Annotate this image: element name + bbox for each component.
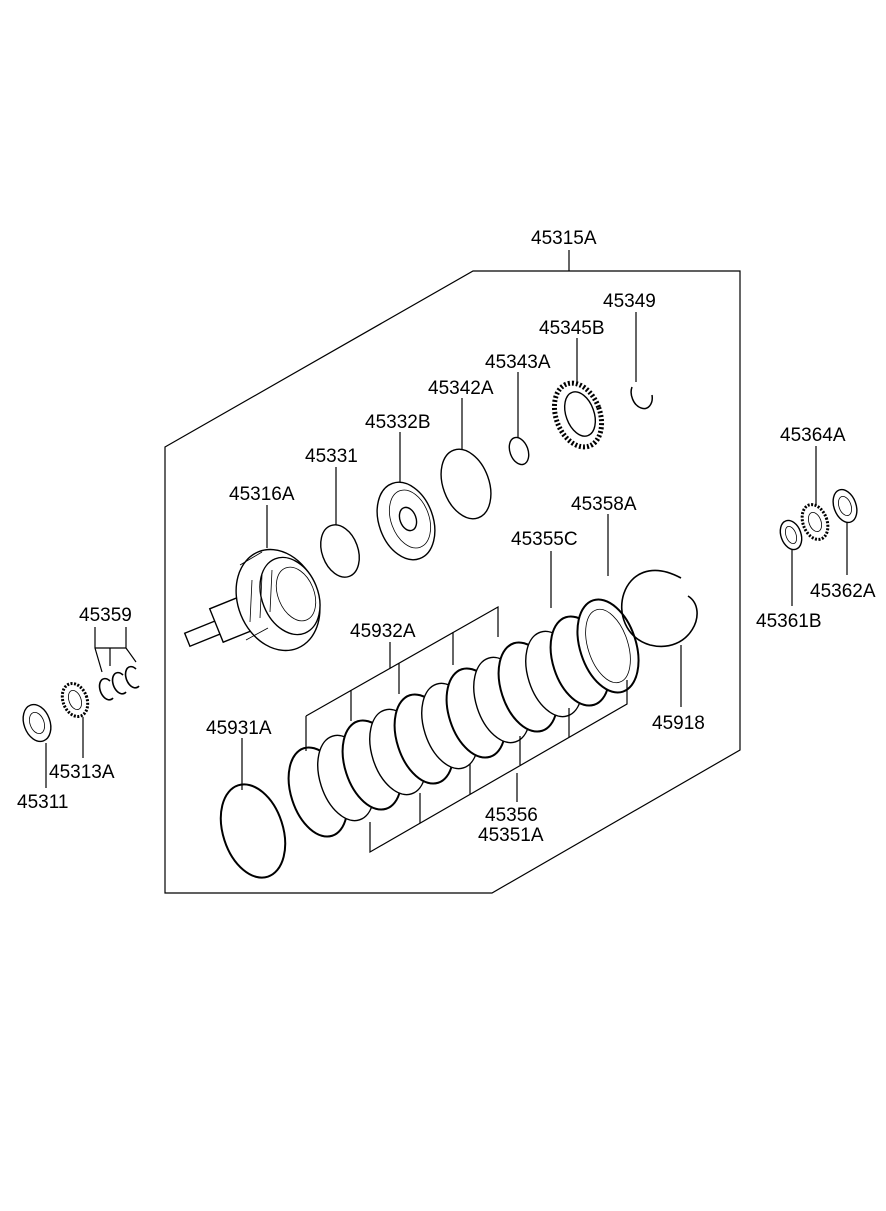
label-45361B[interactable]: 45361B [756,611,822,632]
label-45311[interactable]: 45311 [17,792,68,813]
part-45345B-spring-retainer[interactable] [546,376,610,453]
label-45345B[interactable]: 45345B [539,318,605,339]
label-45918[interactable]: 45918 [652,713,705,734]
label-45342A[interactable]: 45342A [428,378,494,399]
assembly-boundary [164,270,741,894]
label-45315A[interactable]: 45315A [531,228,597,249]
label-45359[interactable]: 45359 [79,605,132,626]
part-labels: 45315A 45349 45345B 45343A 45342A 45332B… [17,228,876,846]
label-45356[interactable]: 45356 [485,805,538,826]
label-45316A[interactable]: 45316A [229,484,295,505]
part-45332B-piston[interactable] [367,474,445,568]
part-45343A-seal-ring[interactable] [506,435,532,467]
clutch-pack [210,598,640,886]
label-45351A[interactable]: 45351A [478,825,544,846]
label-45349[interactable]: 45349 [603,291,656,312]
clutch-disc-inner [585,608,631,684]
label-45331[interactable]: 45331 [305,446,358,467]
label-45332B[interactable]: 45332B [365,412,431,433]
label-45358A[interactable]: 45358A [571,494,637,515]
leader-lines [45,250,848,854]
part-45349-snap-ring[interactable] [630,386,653,410]
label-45364A[interactable]: 45364A [780,425,846,446]
label-45932A[interactable]: 45932A [350,621,416,642]
part-45313A-thrust-bearing[interactable] [58,680,92,720]
part-45362A-thrust-washer[interactable] [829,486,861,525]
part-45342A-seal-ring[interactable] [432,442,500,525]
part-45359-snap-rings[interactable] [98,665,140,701]
part-45364A-thrust-bearing[interactable] [798,501,833,543]
part-45331-seal-ring[interactable] [314,519,366,582]
part-45316A-retainer[interactable] [183,537,335,663]
label-45343A[interactable]: 45343A [485,352,551,373]
label-45355C[interactable]: 45355C [511,529,578,550]
part-45311-thrust-washer[interactable] [18,701,55,746]
label-45931A[interactable]: 45931A [206,718,272,739]
label-45313A[interactable]: 45313A [49,762,115,783]
part-45361B-bearing-race[interactable] [776,517,805,552]
part-45918-snap-ring[interactable] [620,569,698,648]
part-45931A-clutch-plate[interactable] [210,776,297,886]
label-45362A[interactable]: 45362A [810,581,876,602]
